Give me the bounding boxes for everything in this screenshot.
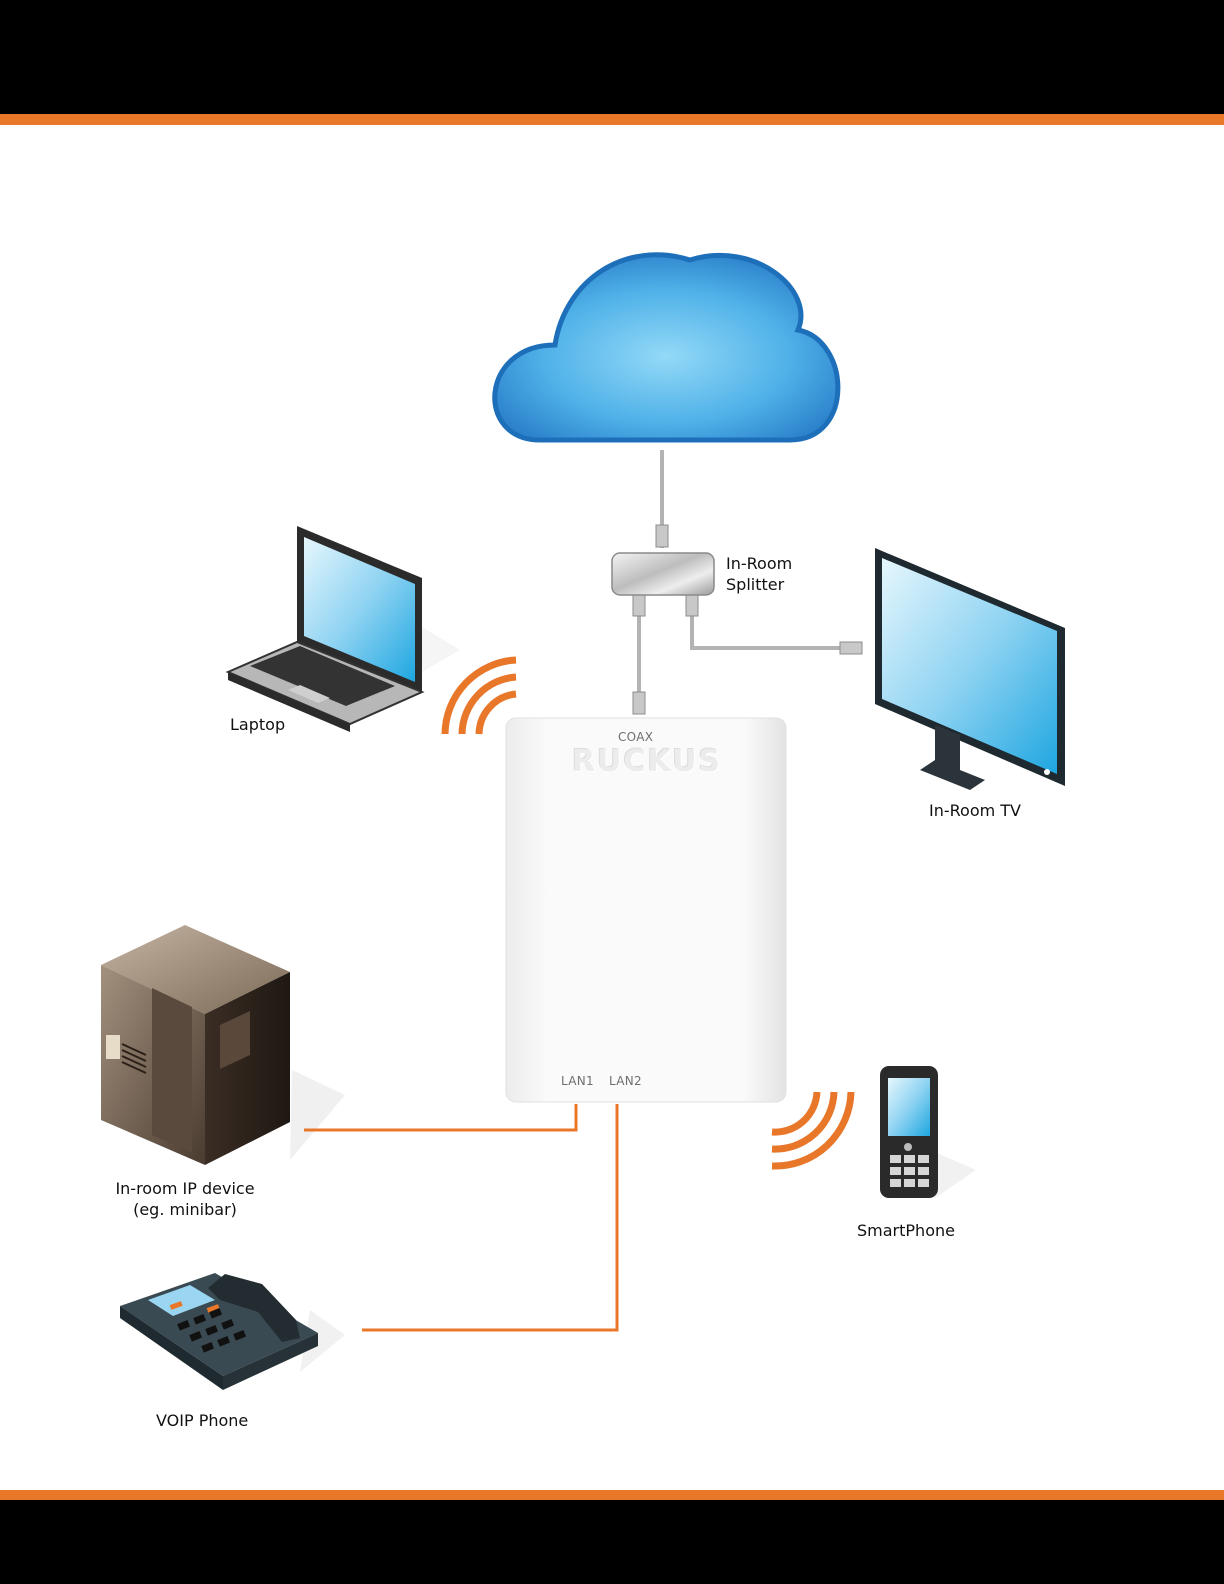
- voip-phone-label: VOIP Phone: [156, 1410, 248, 1431]
- ip-device-label-line1: In-room IP device: [105, 1178, 265, 1199]
- laptop-label: Laptop: [230, 714, 285, 735]
- ip-device-label-line2: (eg. minibar): [105, 1199, 265, 1220]
- ip-device-label: In-room IP device (eg. minibar): [105, 1178, 265, 1220]
- lan1-port-label: LAN1: [561, 1074, 594, 1088]
- splitter-label: In-Room Splitter: [726, 553, 792, 595]
- tv-label: In-Room TV: [929, 800, 1021, 821]
- coax-port-label: COAX: [618, 730, 653, 744]
- wifi-signal-icon: [445, 660, 516, 734]
- wifi-signal-icon: [772, 1092, 851, 1166]
- footer-bar: [0, 1500, 1224, 1584]
- footer-accent-stripe: [0, 1490, 1224, 1500]
- lan2-port-label: LAN2: [609, 1074, 642, 1088]
- splitter-icon: [612, 553, 714, 595]
- desk-phone-icon: [120, 1273, 345, 1390]
- laptop-icon: [228, 526, 460, 732]
- cloud-icon: [495, 255, 838, 440]
- lan-cables: [304, 1104, 617, 1330]
- smartphone-icon: [880, 1066, 976, 1198]
- tv-icon: [875, 548, 1065, 790]
- access-point-brand: RUCKUS: [572, 744, 722, 779]
- smartphone-label: SmartPhone: [857, 1220, 955, 1241]
